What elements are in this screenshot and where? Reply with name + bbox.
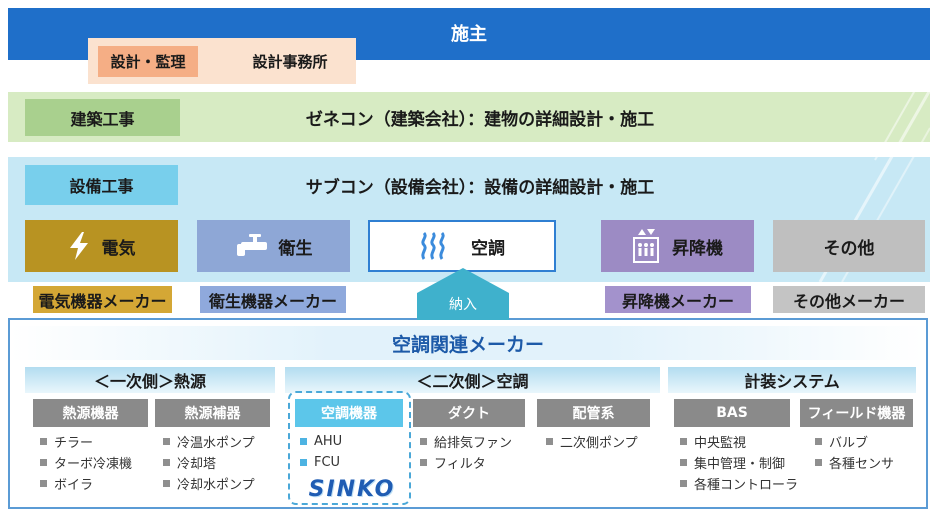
category-electric: 電気 (25, 220, 178, 272)
group-header: BAS (674, 399, 790, 427)
group-header: 配管系 (537, 399, 650, 427)
group-header: ダクト (413, 399, 525, 427)
bullet-icon (40, 479, 47, 487)
maker-electric: 電気機器メーカー (33, 286, 172, 313)
bullet-icon (163, 479, 170, 487)
bullet-icon (680, 437, 687, 445)
list-item-text: フィルタ (434, 456, 486, 472)
category-label: その他 (823, 238, 875, 259)
designer-role-box: 設計・監理 (98, 46, 198, 77)
group-header-highlighted: 空調機器 (295, 399, 403, 427)
list-item-text: ターボ冷凍機 (54, 456, 133, 472)
column-header-secondary: ＜二次側＞空調 (285, 367, 660, 393)
delivery-arrow (417, 268, 509, 320)
group-header: フィールド機器 (800, 399, 913, 427)
maker-other: その他メーカー (773, 286, 925, 313)
owner-label: 施主 (451, 24, 487, 45)
highlight-frame (288, 391, 411, 505)
list-item: ボイラ (40, 475, 94, 493)
designer-organization: 設計事務所 (252, 53, 328, 71)
list-item: バルブ (815, 433, 869, 451)
list-item-text: 二次側ポンプ (560, 435, 638, 451)
list-item-text: チラー (54, 435, 94, 451)
bullet-icon (680, 458, 687, 466)
list-item: AHU (300, 433, 342, 449)
faucet-icon (236, 234, 267, 256)
group-header: 熱源補器 (155, 399, 270, 427)
list-item-text: バルブ (829, 435, 869, 451)
list-item-text: 給排気ファン (434, 435, 513, 451)
hvac-makers-title: 空調関連メーカー (391, 333, 544, 356)
list-item: 中央監視 (680, 433, 747, 451)
list-item-text: 冷温水ポンプ (177, 435, 255, 451)
list-item: ターボ冷凍機 (40, 454, 133, 472)
group-header: 熱源機器 (33, 399, 148, 427)
list-item: フィルタ (420, 454, 486, 472)
column-header-instrumentation: 計装システム (668, 367, 916, 393)
list-item: FCU (300, 454, 340, 470)
category-hvac: 空調 (368, 220, 556, 272)
list-item: 各種コントローラ (680, 475, 799, 493)
title-backdrop (10, 326, 926, 360)
list-item-text: 集中管理・制御 (694, 456, 786, 472)
list-item: 冷却塔 (163, 454, 217, 472)
bullet-icon (40, 458, 47, 466)
bullet-icon (300, 458, 307, 466)
maker-sanitary: 衛生機器メーカー (200, 286, 346, 313)
list-item-text: 冷却塔 (177, 456, 217, 472)
category-label: 昇降機 (672, 238, 723, 259)
category-label: 電気 (101, 238, 136, 259)
bullet-icon (300, 437, 307, 445)
list-item-text: 冷却水ポンプ (177, 477, 255, 493)
bullet-icon (420, 458, 427, 466)
facility-role-box: 設備工事 (25, 165, 178, 205)
category-label: 衛生 (278, 238, 313, 259)
list-item: 二次側ポンプ (546, 433, 638, 451)
bullet-icon (815, 437, 822, 445)
delivery-label: 納入 (449, 297, 477, 313)
list-item: 冷温水ポンプ (163, 433, 255, 451)
construction-role-box: 建築工事 (25, 99, 180, 136)
category-sanitary: 衛生 (197, 220, 350, 272)
bullet-icon (40, 437, 47, 445)
bullet-icon (163, 458, 170, 466)
facility-description: サブコン（設備会社）：設備の詳細設計・施工 (305, 177, 655, 198)
list-item-text: AHU (314, 433, 343, 449)
bullet-icon (546, 437, 553, 445)
maker-elevator: 昇降機メーカー (605, 286, 751, 313)
bullet-icon (420, 437, 427, 445)
construction-description: ゼネコン（建築会社）：建物の詳細設計・施工 (305, 109, 655, 130)
category-other: その他 (773, 220, 925, 272)
column-header-primary: ＜一次側＞熱源 (25, 367, 275, 393)
category-elevator: 昇降機 (601, 220, 754, 272)
list-item-text: 各種コントローラ (694, 477, 799, 493)
lightning-icon (69, 232, 88, 260)
bullet-icon (815, 458, 822, 466)
list-item-text: ボイラ (54, 477, 94, 493)
list-item-text: 各種センサ (829, 456, 895, 472)
list-item-text: FCU (314, 454, 341, 470)
list-item: チラー (40, 433, 94, 451)
bullet-icon (163, 437, 170, 445)
brand-logo: SINKO (308, 476, 396, 502)
list-item: 給排気ファン (420, 433, 513, 451)
list-item: 各種センサ (815, 454, 895, 472)
category-label: 空調 (471, 238, 505, 259)
list-item-text: 中央監視 (694, 435, 747, 451)
elevator-icon (633, 229, 659, 263)
list-item: 集中管理・制御 (680, 454, 786, 472)
bullet-icon (680, 479, 687, 487)
airflow-icon (421, 231, 445, 260)
list-item: 冷却水ポンプ (163, 475, 255, 493)
